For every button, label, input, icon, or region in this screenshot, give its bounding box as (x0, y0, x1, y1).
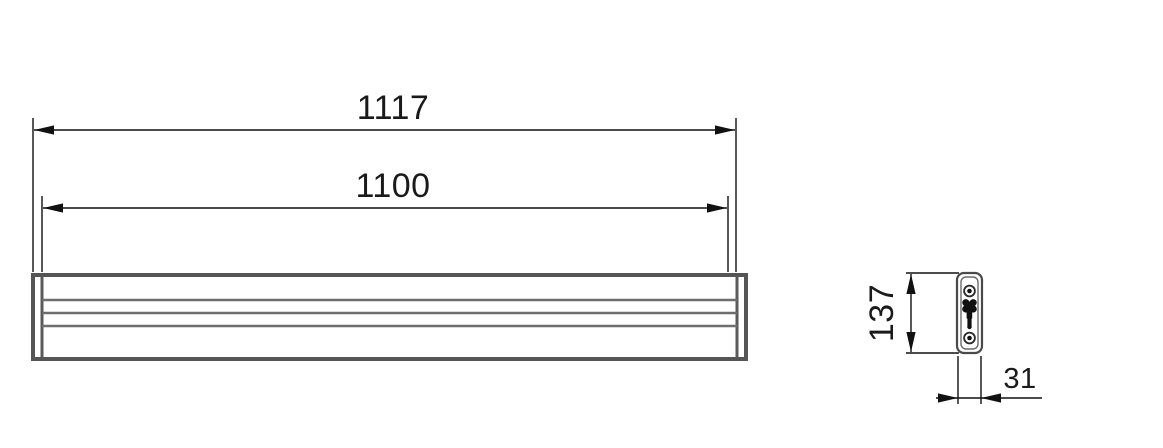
front-view-group (31, 273, 748, 361)
bracket-screw-hole-bottom-center (967, 335, 972, 341)
dimension-label-137: 137 (863, 284, 901, 342)
arrowhead-bottom-137 (906, 332, 916, 352)
dimension-label-31: 31 (1003, 363, 1036, 395)
dimension-label-1117: 1117 (357, 89, 430, 127)
arrowhead-right-1117 (715, 125, 735, 135)
arrowhead-top-137 (906, 274, 916, 294)
dimension-bracket-depth: 31 (936, 356, 1042, 404)
arrowhead-left-1100 (43, 203, 63, 213)
rail-outer-frame (31, 273, 748, 361)
dimension-inner-length: 1100 (41, 167, 729, 272)
dimension-bracket-height: 137 (863, 272, 959, 354)
bracket-keyhole-slot (962, 299, 977, 330)
side-view-group (955, 271, 984, 355)
arrowhead-left-31 (938, 393, 958, 403)
arrowhead-right-31 (981, 393, 1001, 403)
arrowhead-right-1100 (707, 203, 727, 213)
arrowhead-left-1117 (34, 125, 54, 135)
dimension-label-1100: 1100 (355, 167, 430, 205)
bracket-screw-hole-top-center (967, 288, 972, 294)
dimension-overall-length: 1117 (32, 89, 737, 272)
